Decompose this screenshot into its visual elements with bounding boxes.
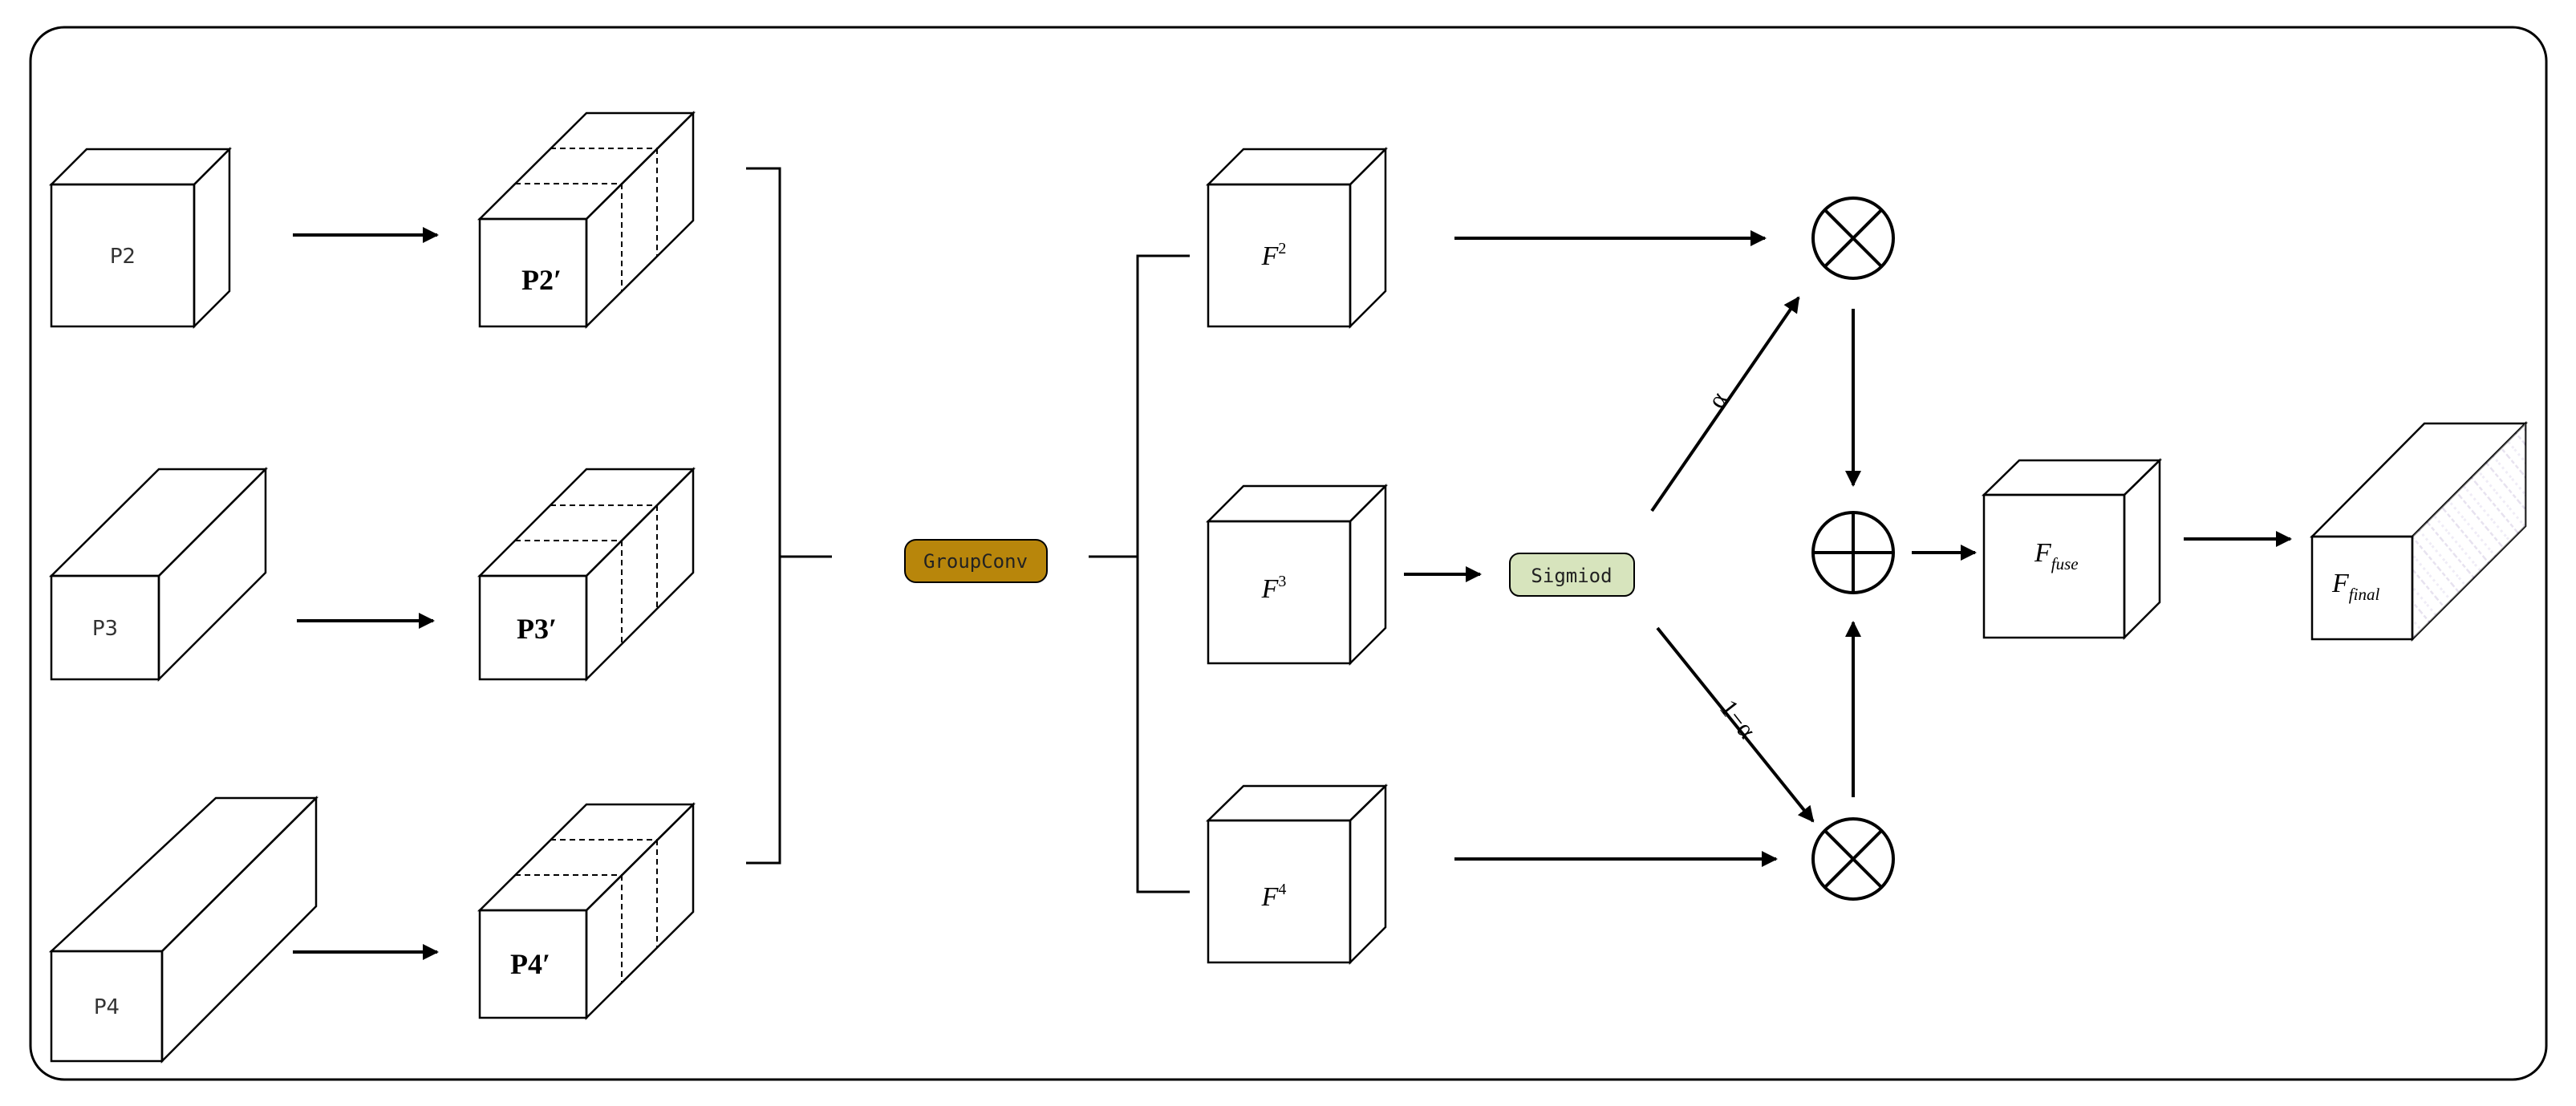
- alpha-label: α: [1702, 387, 1734, 413]
- arrow-alpha-branch: [1650, 296, 1800, 512]
- arrow-one-minus-alpha-branch: [1656, 626, 1815, 823]
- p2-prime-mark: ′: [554, 264, 562, 296]
- f-final-block: Ffinal: [2309, 420, 2529, 642]
- p4-side-face: [160, 795, 318, 1064]
- p3-prime-block: P3′: [477, 466, 696, 683]
- multiply-top-operator: [1811, 196, 1895, 280]
- f4-base: F: [1261, 882, 1280, 912]
- f-fuse-side-face: [2123, 458, 2161, 641]
- p4-prime-base: P4: [510, 948, 542, 980]
- p3-front-face: [50, 574, 160, 681]
- f3-base: F: [1261, 574, 1280, 604]
- f-fuse-front-face: [1982, 493, 2126, 639]
- sigmoid-node: Sigmiod: [1509, 553, 1635, 597]
- p2-prime-block: P2′: [477, 110, 696, 330]
- f2-block: F2: [1205, 146, 1389, 330]
- diagram-border: [29, 26, 2548, 1081]
- p4-prime-mark: ′: [542, 948, 550, 980]
- p4-label: P4: [94, 995, 120, 1019]
- p3-top-face: [48, 468, 269, 577]
- p4-prime-top-face: [477, 803, 696, 912]
- f3-label: F3: [1261, 573, 1287, 604]
- f3-block: F3: [1205, 483, 1389, 666]
- p3-prime-mark: ′: [549, 613, 557, 645]
- p4-top-face: [48, 796, 319, 953]
- f2-front-face: [1207, 183, 1352, 328]
- p4-prime-side-face: [585, 801, 695, 1021]
- p2-top-face: [48, 148, 233, 186]
- f4-side-face: [1349, 784, 1387, 966]
- p4-prime-block: P4′: [477, 801, 696, 1021]
- p3-prime-label: P3′: [517, 613, 557, 645]
- f3-sup: 3: [1278, 573, 1286, 590]
- f-final-base: F: [2331, 569, 2350, 598]
- groupconv-label: GroupConv: [923, 550, 1028, 573]
- p2-prime-label: P2′: [521, 264, 562, 296]
- sigmoid-box: [1509, 553, 1635, 597]
- f4-label: F4: [1261, 881, 1287, 912]
- p4-prime-front-face: [478, 909, 588, 1019]
- groupconv-box: [904, 539, 1048, 583]
- f-fuse-top-face: [1981, 459, 2163, 496]
- p2-input-block: P2: [48, 146, 233, 330]
- p4-input-block: P4: [48, 795, 319, 1064]
- f2-label: F2: [1261, 240, 1287, 271]
- split-bracket: [1136, 254, 1190, 893]
- one-minus-alpha-label: 1−α: [1714, 694, 1763, 743]
- f-fuse-base: F: [2034, 538, 2052, 568]
- p2-prime-top-face: [477, 111, 696, 221]
- p2-label: P2: [110, 245, 136, 269]
- f4-sup: 4: [1278, 881, 1286, 898]
- f-fuse-label: Ffuse: [2034, 538, 2079, 573]
- p2-prime-base: P2: [521, 264, 554, 296]
- concat-bracket: [746, 167, 781, 865]
- add-operator: [1811, 511, 1895, 594]
- f4-block: F4: [1205, 784, 1389, 966]
- p3-side-face: [157, 466, 267, 683]
- sigmoid-label: Sigmiod: [1531, 565, 1612, 587]
- p3-input-block: P3: [48, 466, 269, 683]
- f-final-label: Ffinal: [2331, 569, 2379, 604]
- f3-top-face: [1205, 484, 1389, 523]
- f-final-front-face: [2310, 535, 2414, 641]
- p4-prime-label: P4′: [510, 948, 550, 980]
- multiply-bottom-operator: [1811, 817, 1895, 901]
- p3-prime-side-face: [585, 466, 695, 683]
- p3-prime-top-face: [477, 468, 696, 577]
- f2-sup: 2: [1278, 240, 1286, 257]
- f-fuse-block: Ffuse: [1981, 458, 2163, 641]
- f3-front-face: [1207, 520, 1352, 665]
- f4-top-face: [1205, 784, 1389, 822]
- p4-front-face: [50, 950, 164, 1063]
- p2-front-face: [50, 183, 196, 328]
- p2-prime-side-face: [585, 110, 695, 330]
- f2-side-face: [1349, 146, 1387, 330]
- p3-label: P3: [92, 617, 118, 641]
- p3-prime-front-face: [478, 574, 588, 681]
- p3-prime-base: P3: [517, 613, 549, 645]
- groupconv-node: GroupConv: [904, 539, 1048, 583]
- f4-front-face: [1207, 819, 1352, 964]
- f-final-side-hatch: [2412, 423, 2525, 639]
- p2-side-face: [193, 146, 231, 330]
- f-fuse-sub: fuse: [2051, 554, 2079, 573]
- f2-top-face: [1205, 148, 1389, 186]
- f-final-sub: final: [2349, 585, 2380, 604]
- p2-prime-front-face: [478, 217, 588, 328]
- f2-base: F: [1261, 241, 1280, 271]
- f3-side-face: [1349, 483, 1387, 666]
